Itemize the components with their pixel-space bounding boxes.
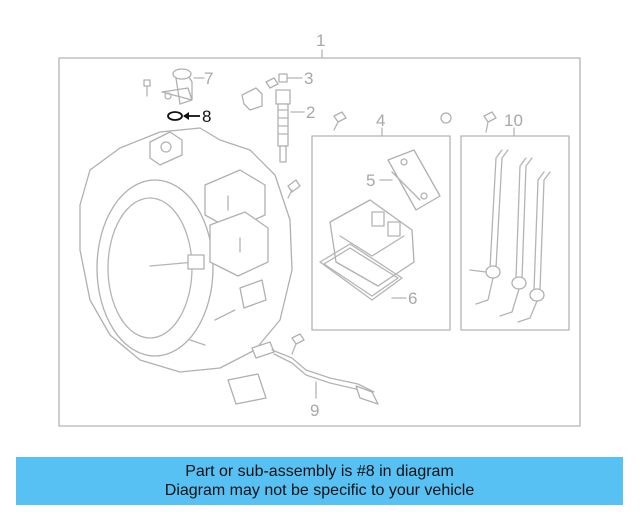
- part-10-tubes: [469, 111, 551, 323]
- assembly-frame: [58, 57, 581, 427]
- part-6-gasket: 6: [319, 243, 417, 308]
- nut: [440, 112, 452, 124]
- sub-assembly-box-4: [311, 135, 451, 331]
- callout-6: 6: [408, 289, 417, 308]
- valve-body: [329, 199, 415, 287]
- part-5-plate: 5: [366, 149, 441, 211]
- callout-9: 9: [310, 401, 319, 420]
- callout-4: 4: [376, 111, 385, 130]
- part-9-harness: 9: [227, 333, 379, 420]
- callout-3: 3: [304, 69, 313, 88]
- callout-10: 10: [504, 111, 523, 130]
- banner-line-disclaimer: Diagram may not be specific to your vehi…: [164, 482, 475, 499]
- callout-7: 7: [204, 69, 213, 88]
- part-8-o-ring: 8: [167, 107, 211, 126]
- sub-assembly-box-10: [460, 135, 570, 331]
- part-2-sensor: 2: [275, 89, 315, 163]
- part-7-bracket: 7: [143, 68, 213, 105]
- callout-5: 5: [366, 171, 375, 190]
- bolt: [333, 111, 347, 123]
- bolt: [287, 179, 301, 193]
- part-3-clip: 3: [241, 69, 313, 111]
- callout-8: 8: [202, 107, 211, 126]
- info-banner: Part or sub-assembly is #8 in diagram Di…: [16, 457, 623, 505]
- callout-2: 2: [306, 103, 315, 122]
- bell-housing: [79, 127, 293, 373]
- callout-1: 1: [316, 31, 325, 50]
- banner-line-part-number: Part or sub-assembly is #8 in diagram: [185, 463, 454, 480]
- parts-diagram: 1 7 8 3: [58, 31, 581, 427]
